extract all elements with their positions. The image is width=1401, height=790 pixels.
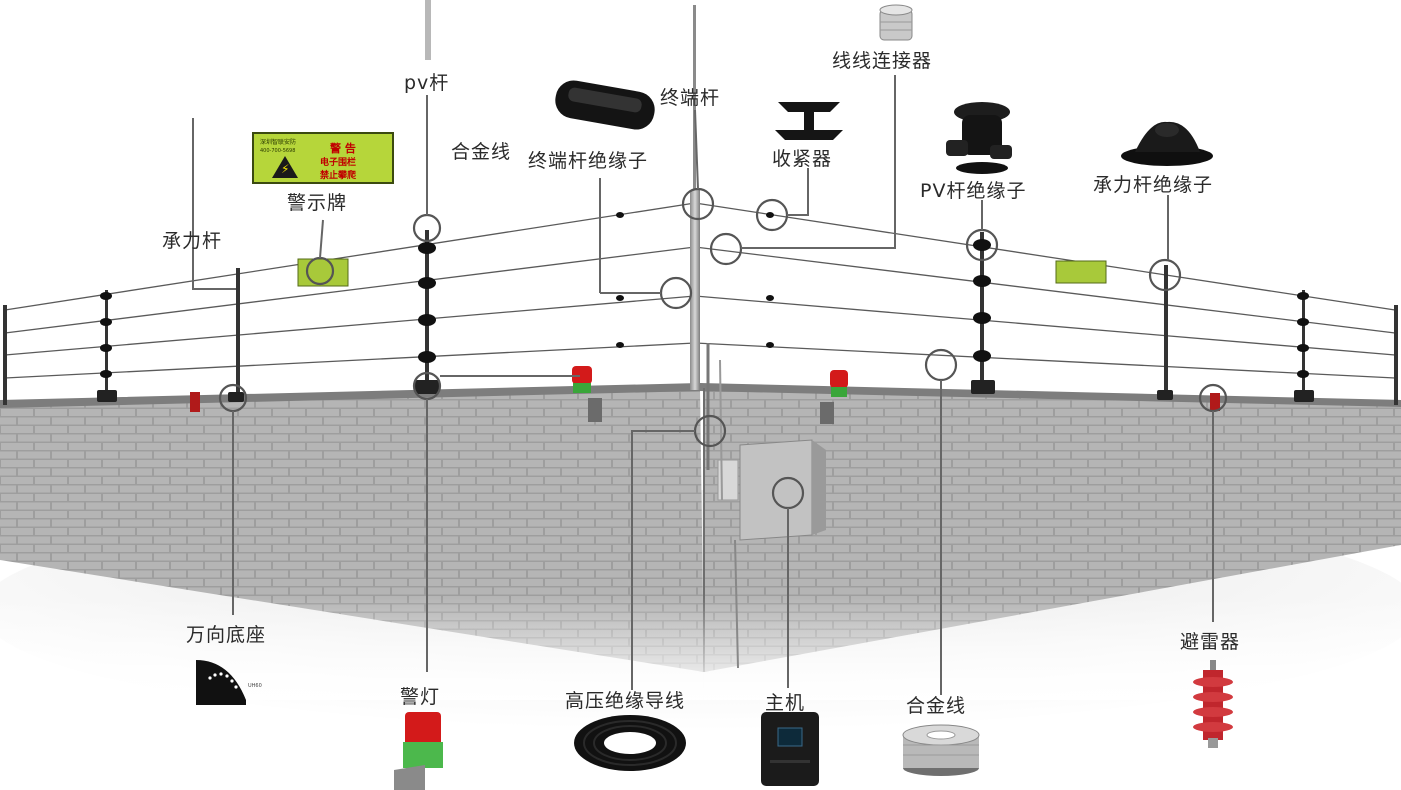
- fence-poles: [3, 0, 1398, 405]
- label-alloy-wire-bottom: 合金线: [906, 695, 967, 717]
- hv-cable-icon: [574, 715, 686, 771]
- tensioner-icon: [775, 102, 843, 140]
- arrester-icon: [1193, 660, 1233, 748]
- fence-wires: [4, 202, 1396, 379]
- label-host: 主机: [765, 692, 806, 714]
- warning-triangle-icon: [272, 156, 298, 178]
- fence-sign-left: [297, 258, 349, 287]
- universal-base-icon: [196, 660, 246, 705]
- host-box-on-wall: [706, 343, 826, 669]
- warning-light-icon: [394, 712, 443, 790]
- label-terminal-insulator: 终端杆绝缘子: [528, 150, 649, 172]
- label-warning-sign: 警示牌: [287, 192, 348, 214]
- wall-top: [0, 383, 1401, 408]
- lightning-icon: ⚡: [281, 162, 290, 176]
- fence-sign-right: [1055, 260, 1107, 284]
- base-tag: UH60: [248, 683, 262, 689]
- label-load-pole: 承力杆: [162, 230, 223, 252]
- wire-connector-icon: [879, 4, 913, 41]
- warning-sign-product: 深圳智联安防 400-700-5698 警 告 电子围栏 禁止攀爬 ⚡: [252, 132, 394, 184]
- terminal-insulator-icon: [555, 80, 655, 130]
- pv-insulator-icon: [946, 102, 1012, 174]
- sign-phone: 400-700-5698: [260, 148, 296, 154]
- label-universal-base: 万向底座: [186, 624, 267, 646]
- sign-line1: 电子围栏: [320, 158, 357, 168]
- label-alloy-wire-top: 合金线: [451, 141, 512, 163]
- alloy-wire-spool-icon: [902, 724, 980, 776]
- label-load-insulator: 承力杆绝缘子: [1093, 174, 1214, 196]
- label-pv-insulator: PV杆绝缘子: [920, 180, 1027, 202]
- leader-lines: [192, 75, 1214, 695]
- sign-brand: 深圳智联安防: [260, 139, 297, 146]
- sign-line2: 禁止攀爬: [320, 171, 357, 181]
- label-pv-pole: pv杆: [404, 72, 450, 94]
- host-device-icon: [761, 712, 819, 786]
- label-tensioner: 收紧器: [772, 148, 833, 170]
- label-warning-light: 警灯: [400, 686, 441, 708]
- label-arrester: 避雷器: [1180, 631, 1241, 653]
- sign-title: 警 告: [330, 142, 356, 155]
- insulators: [100, 212, 1309, 378]
- pole-bases: [97, 380, 1314, 402]
- load-insulator-icon: [1121, 121, 1213, 166]
- label-wire-connector: 线线连接器: [832, 50, 933, 72]
- label-hv-cable: 高压绝缘导线: [565, 690, 686, 712]
- label-terminal-pole: 终端杆: [660, 87, 721, 109]
- wall-warning-lights: [190, 366, 1220, 424]
